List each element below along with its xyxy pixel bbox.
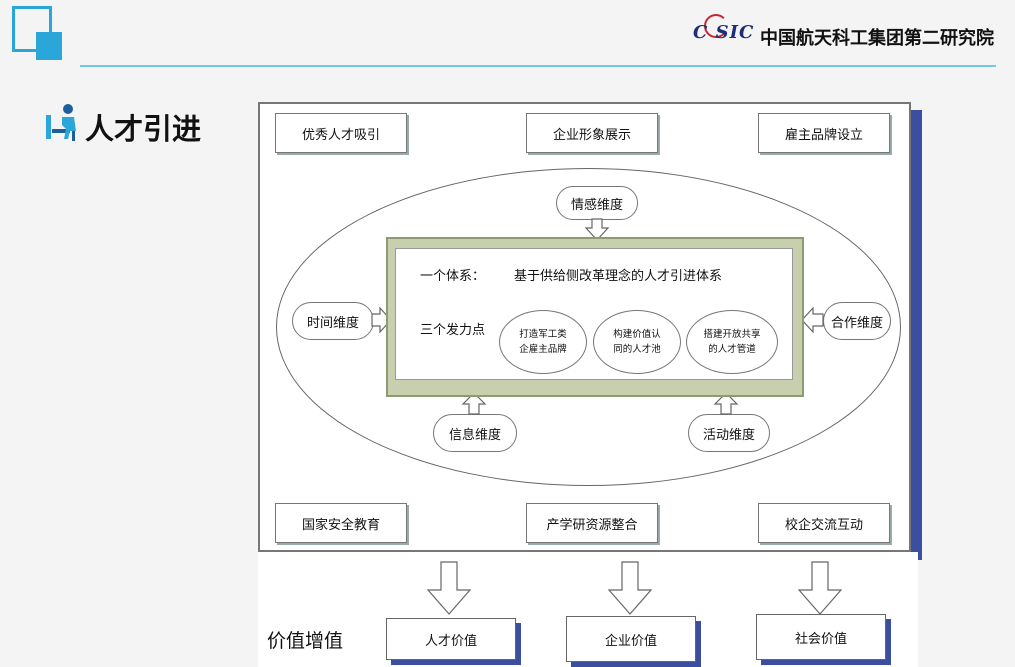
system-text: 基于供给侧改革理念的人才引进体系 (514, 269, 723, 284)
arrow-right-icon (371, 306, 392, 334)
dimensions-ellipse (276, 168, 901, 486)
dimension-activity: 活动维度 (688, 414, 770, 452)
arrow-down-icon (584, 218, 610, 241)
arrow-down-icon (607, 561, 653, 615)
person-at-desk-icon (46, 104, 76, 141)
arrow-left-icon (801, 306, 824, 334)
arrow-up-icon (461, 392, 487, 415)
casic-logo: C SIC (693, 22, 755, 43)
value-box-talent: 人才价值 (386, 618, 516, 660)
bottom-box-school-exchange: 校企交流互动 (758, 503, 890, 543)
focus-point-talent-pipeline: 搭建开放共享的人才管道 (686, 310, 778, 374)
dimension-emotion: 情感维度 (556, 186, 638, 220)
focus-point-line: 的人才管道 (708, 344, 756, 355)
organization-name: 中国航天科工集团第二研究院 (760, 28, 994, 49)
page-title: 人才引进 (85, 112, 202, 146)
bottom-box-industry-research: 产学研资源整合 (526, 503, 658, 543)
dimension-time: 时间维度 (292, 302, 374, 340)
focus-point-line: 构建价值认 (613, 329, 661, 340)
value-box-society: 社会价值 (756, 614, 886, 660)
focus-point-line: 搭建开放共享 (703, 329, 761, 340)
focus-point-line: 企雇主品牌 (519, 344, 567, 355)
focus-point-line: 同的人才池 (613, 344, 661, 355)
arrow-down-icon (797, 561, 843, 615)
value-label: 价值增值 (267, 630, 344, 652)
dimension-information: 信息维度 (433, 414, 517, 452)
top-box-talent-attraction: 优秀人才吸引 (275, 113, 407, 153)
casic-logo-icon (704, 14, 728, 38)
system-label: 一个体系： (420, 269, 486, 284)
value-box-enterprise: 企业价值 (566, 616, 696, 662)
bottom-box-security-education: 国家安全教育 (275, 503, 407, 543)
header-divider (80, 65, 996, 67)
corner-decoration-fill (36, 32, 62, 60)
top-box-employer-brand: 雇主品牌设立 (758, 113, 890, 153)
arrow-down-icon (426, 561, 472, 615)
arrow-up-icon (713, 392, 739, 415)
points-label: 三个发力点 (420, 323, 486, 338)
focus-point-military-brand: 打造军工类企雇主品牌 (499, 310, 587, 374)
corner-decoration (12, 6, 52, 52)
focus-point-line: 打造军工类 (519, 329, 567, 340)
focus-point-talent-pool: 构建价值认同的人才池 (593, 310, 681, 374)
top-box-brand-display: 企业形象展示 (526, 113, 658, 153)
dimension-cooperation: 合作维度 (823, 302, 891, 340)
